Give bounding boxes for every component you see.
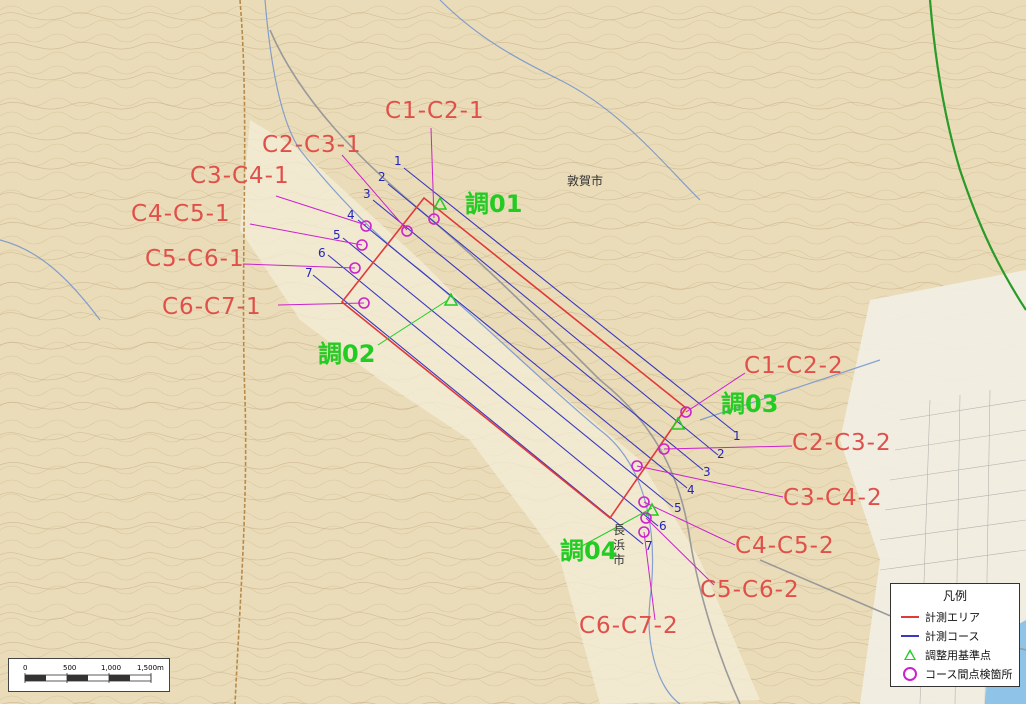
checkpoint-circle-c2c3-1[interactable] bbox=[401, 225, 413, 237]
course-line-3 bbox=[372, 199, 704, 471]
checkpoint-label-c1c2-2[interactable]: C1-C2-2 bbox=[744, 353, 844, 379]
gcp-triangle-3[interactable] bbox=[670, 416, 686, 430]
city-label-nagahama-1: 長 bbox=[613, 523, 625, 537]
legend-item-area: 計測エリア bbox=[891, 607, 1019, 626]
course-number-bottom-1: 1 bbox=[733, 429, 741, 443]
checkpoint-circle-c6c7-2[interactable] bbox=[638, 526, 650, 538]
checkpoint-label-c4c5-2[interactable]: C4-C5-2 bbox=[735, 533, 835, 559]
railway-line bbox=[928, 0, 1026, 311]
checkpoint-circle-c5c6-1[interactable] bbox=[349, 262, 361, 274]
legend-label-checkpoint: コース間点検箇所 bbox=[925, 667, 1013, 681]
scale-tick-500: 500 bbox=[63, 664, 76, 672]
red-line-icon bbox=[899, 610, 921, 624]
checkpoint-circle-c1c2-1[interactable] bbox=[428, 213, 440, 225]
checkpoint-label-c3c4-1[interactable]: C3-C4-1 bbox=[190, 163, 290, 189]
checkpoint-circle-c3c4-2[interactable] bbox=[631, 460, 643, 472]
scale-bar: 0 500 1,000 1,500m bbox=[8, 658, 170, 692]
checkpoint-markers bbox=[349, 213, 692, 538]
city-label-nagahama-3: 市 bbox=[613, 552, 625, 567]
legend-label-course: 計測コース bbox=[925, 629, 980, 643]
legend-item-checkpoint: コース間点検箇所 bbox=[891, 664, 1019, 683]
gcp-markers bbox=[432, 196, 686, 516]
course-number-top-4: 4 bbox=[347, 208, 355, 222]
checkpoint-label-c5c6-1[interactable]: C5-C6-1 bbox=[145, 246, 245, 272]
gcp-triangle-1[interactable] bbox=[432, 196, 448, 210]
checkpoint-circle-c1c2-2[interactable] bbox=[680, 406, 692, 418]
checkpoint-circle-c2c3-2[interactable] bbox=[658, 443, 670, 455]
checkpoint-label-c3c4-2[interactable]: C3-C4-2 bbox=[783, 485, 883, 511]
course-line-4 bbox=[357, 219, 688, 489]
course-number-top-1: 1 bbox=[394, 154, 402, 168]
scale-tick-0: 0 bbox=[23, 664, 27, 672]
city-label-tsuruga: 敦賀市 bbox=[567, 173, 603, 188]
course-number-top-3: 3 bbox=[363, 187, 371, 201]
legend-label-area: 計測エリア bbox=[925, 610, 980, 624]
course-line-2 bbox=[387, 183, 719, 456]
checkpoint-circle-c3c4-1[interactable] bbox=[360, 220, 372, 232]
checkpoint-label-c4c5-1[interactable]: C4-C5-1 bbox=[131, 201, 231, 227]
course-number-bottom-3: 3 bbox=[703, 465, 711, 479]
course-number-bottom-4: 4 bbox=[687, 483, 695, 497]
measurement-area bbox=[340, 196, 688, 520]
gcp-triangle-2[interactable] bbox=[443, 292, 459, 306]
measurement-courses bbox=[312, 167, 736, 545]
checkpoint-label-c2c3-1[interactable]: C2-C3-1 bbox=[262, 132, 362, 158]
legend-item-gcp: 調整用基準点 bbox=[891, 645, 1019, 664]
legend-label-gcp: 調整用基準点 bbox=[925, 648, 991, 662]
scale-tick-1500: 1,500m bbox=[137, 664, 164, 672]
course-number-top-7: 7 bbox=[305, 266, 313, 280]
city-label-nagahama-2: 浜 bbox=[613, 538, 625, 552]
magenta-circle-icon bbox=[899, 666, 921, 681]
course-line-1 bbox=[403, 167, 736, 433]
scale-bar-graphic: 0 500 1,000 1,500m bbox=[23, 664, 164, 683]
checkpoint-circle-c6c7-1[interactable] bbox=[358, 297, 370, 309]
scale-tick-1000: 1,000 bbox=[101, 664, 121, 672]
checkpoint-circle-c4c5-2[interactable] bbox=[638, 496, 650, 508]
course-number-bottom-5: 5 bbox=[674, 501, 682, 515]
blue-line-icon bbox=[899, 629, 921, 643]
checkpoint-label-c6c7-2[interactable]: C6-C7-2 bbox=[579, 613, 679, 639]
course-line-7 bbox=[312, 274, 644, 545]
course-number-top-6: 6 bbox=[318, 246, 326, 260]
course-line-6 bbox=[327, 254, 659, 527]
checkpoint-label-c1c2-1[interactable]: C1-C2-1 bbox=[385, 98, 485, 124]
gcp-label-01[interactable]: 調01 bbox=[465, 190, 522, 218]
gcp-leaders bbox=[377, 299, 653, 547]
gcp-triangle-4[interactable] bbox=[644, 502, 660, 516]
green-triangle-icon bbox=[899, 648, 921, 662]
leader-lines bbox=[242, 127, 793, 621]
course-number-bottom-6: 6 bbox=[659, 519, 667, 533]
checkpoint-label-c6c7-1[interactable]: C6-C7-1 bbox=[162, 294, 262, 320]
rivers bbox=[0, 0, 881, 704]
course-number-bottom-2: 2 bbox=[717, 447, 725, 461]
course-line-5 bbox=[342, 237, 674, 508]
gcp-label-03[interactable]: 調03 bbox=[721, 390, 778, 418]
map-legend: 凡例 計測エリア 計測コース 調整用基準点 コース間点検箇所 bbox=[890, 583, 1020, 687]
course-number-bottom-7: 7 bbox=[645, 539, 653, 553]
legend-item-course: 計測コース bbox=[891, 626, 1019, 645]
checkpoint-label-c2c3-2[interactable]: C2-C3-2 bbox=[792, 430, 892, 456]
checkpoint-label-c5c6-2[interactable]: C5-C6-2 bbox=[700, 577, 800, 603]
gcp-label-04[interactable]: 調04 bbox=[560, 537, 617, 565]
checkpoint-circle-c4c5-1[interactable] bbox=[356, 239, 368, 251]
checkpoint-circle-c5c6-2[interactable] bbox=[640, 512, 652, 524]
course-number-top-5: 5 bbox=[333, 228, 341, 242]
legend-title: 凡例 bbox=[942, 589, 967, 603]
gcp-label-02[interactable]: 調02 bbox=[318, 340, 375, 368]
course-number-top-2: 2 bbox=[378, 170, 386, 184]
